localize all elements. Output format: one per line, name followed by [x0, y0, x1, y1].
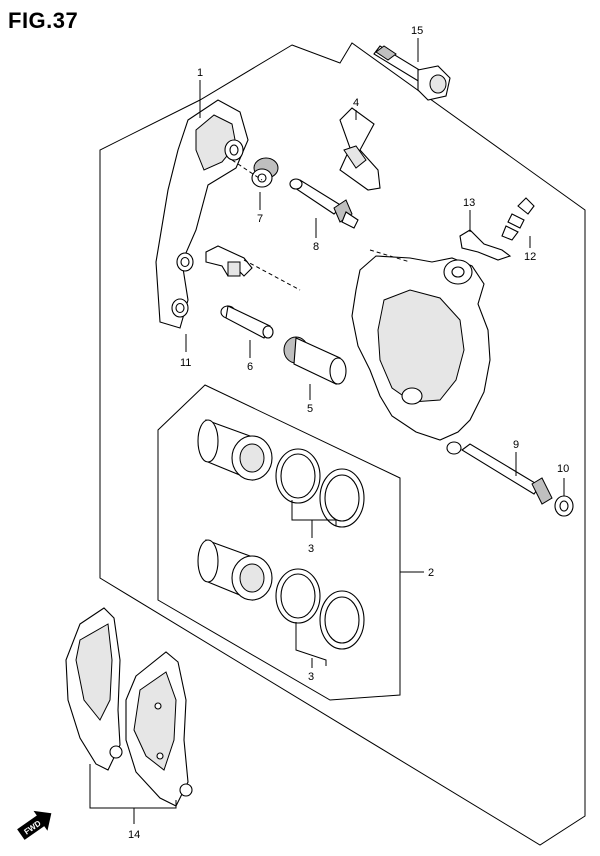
- pad-retainer: [339, 107, 381, 191]
- callout-3-lower: 3: [308, 671, 314, 683]
- slide-pin-long: [461, 443, 553, 505]
- mounting-bolt: [373, 45, 451, 101]
- callout-2: 2: [428, 567, 434, 579]
- callout-15: 15: [411, 25, 423, 37]
- callout-14: 14: [128, 829, 140, 841]
- callout-3-upper: 3: [308, 543, 314, 555]
- slide-pin-upper: [289, 178, 359, 229]
- callout-11: 11: [180, 357, 191, 369]
- callout-13: 13: [463, 197, 475, 209]
- callout-9: 9: [513, 439, 519, 451]
- figure-title: FIG.37: [8, 8, 79, 33]
- piston-kit-outline: [157, 384, 401, 701]
- callout-12: 12: [524, 251, 536, 263]
- callout-6: 6: [247, 361, 253, 373]
- callout-7: 7: [257, 213, 263, 225]
- callout-labels: 1 2 3 3 4 5 6 7 8 9 10 11 12 13 14 15: [128, 25, 569, 841]
- bleeder-valve: [501, 197, 535, 241]
- piston-lower: [197, 539, 273, 601]
- caliper-bracket: [155, 99, 249, 329]
- fwd-arrow-icon: FWD: [17, 810, 52, 840]
- callout-8: 8: [313, 241, 319, 253]
- piston-upper: [197, 419, 273, 481]
- guide-pin: [283, 336, 347, 385]
- brake-pad-rear: [125, 651, 193, 807]
- callout-4: 4: [353, 97, 359, 109]
- callout-1: 1: [197, 67, 203, 79]
- piston-seals-upper: [275, 448, 365, 528]
- pin-boot: [251, 157, 279, 188]
- caliper-body: [351, 255, 491, 455]
- callout-10: 10: [557, 463, 569, 475]
- piston-seals-lower: [275, 568, 365, 650]
- slide-pin-lower: [220, 305, 274, 339]
- pad-spring-clip: [205, 245, 253, 277]
- callout-5: 5: [307, 403, 313, 415]
- assembly-outline: [99, 42, 586, 846]
- bleeder-cap: [459, 229, 512, 261]
- pin-dust-boot: [554, 495, 574, 517]
- leader-lines: [89, 38, 565, 824]
- brake-pad-front: [65, 607, 123, 771]
